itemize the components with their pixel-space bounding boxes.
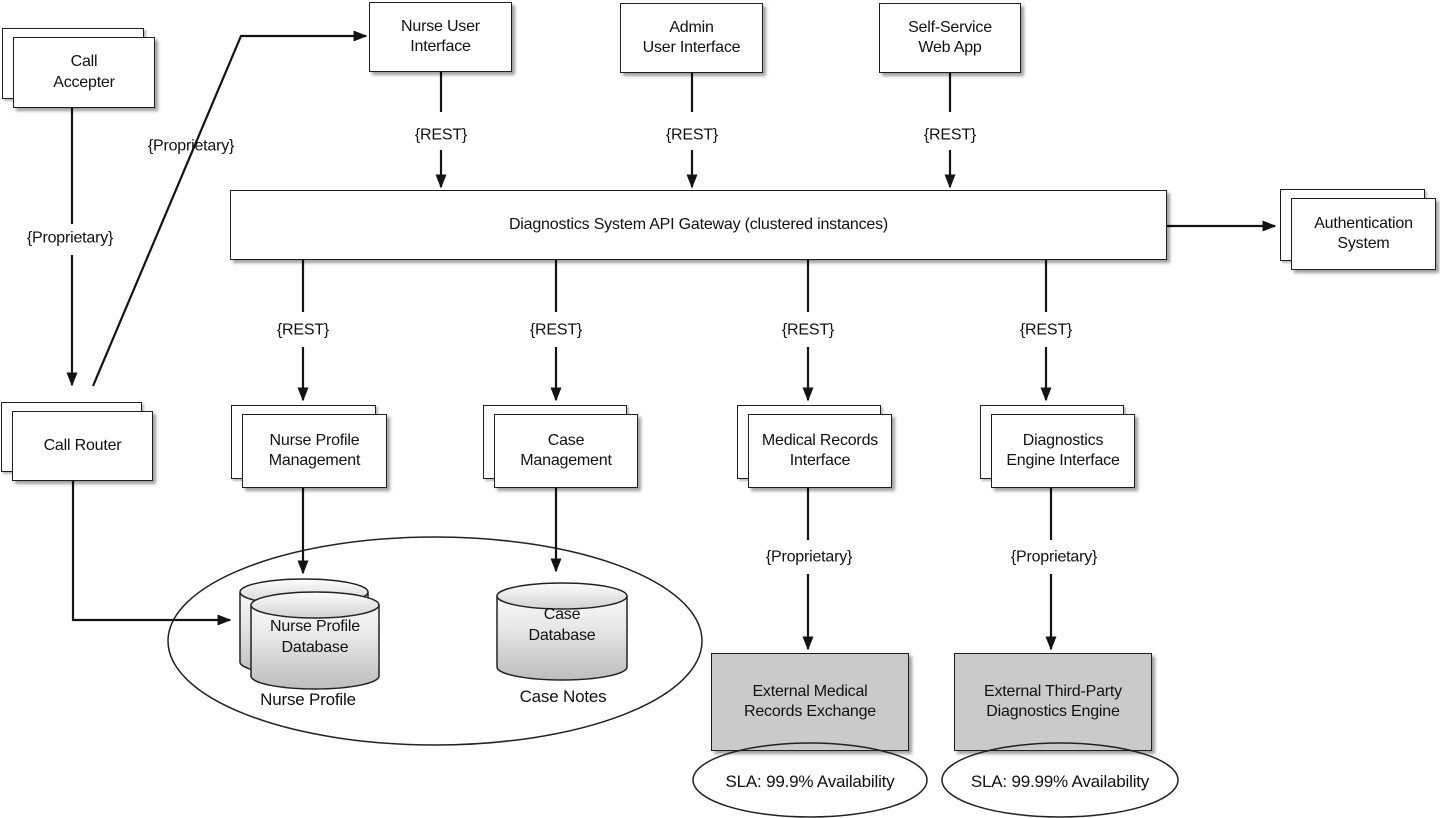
node-call-router: Call Router	[1, 402, 153, 481]
connector-router-db-arrow	[71, 481, 232, 626]
node-authentication-system: Authentication System	[1280, 189, 1436, 270]
node-admin-user-interface: Admin User Interface	[620, 3, 763, 73]
nurse-profile-db-label: Nurse Profile Database	[270, 618, 360, 656]
node-medical-records-interface: Medical Records Interface	[737, 405, 892, 488]
edge-label-proprietary: {Proprietary}	[147, 137, 235, 155]
edge-label-proprietary: {Proprietary}	[1010, 548, 1098, 566]
stack-front: Case Management	[494, 414, 638, 488]
edge-label-rest: {REST}	[923, 126, 977, 144]
node-diagnostics-engine-interface: Diagnostics Engine Interface	[980, 405, 1135, 488]
node-external-medical-records-exchange: External Medical Records Exchange	[711, 653, 909, 751]
stack-front: Call Accepter	[13, 37, 155, 108]
sla-label-medical: SLA: 99.9% Availability	[725, 772, 895, 791]
case-db-label: Case Database	[528, 606, 596, 644]
stack-front: Diagnostics Engine Interface	[991, 414, 1135, 488]
node-external-third-party-diagnostics-engine: External Third-Party Diagnostics Engine	[954, 653, 1152, 751]
nurse-profile-caption: Nurse Profile	[260, 690, 356, 709]
edge-label-proprietary: {Proprietary}	[765, 548, 853, 566]
data-group-ellipse	[167, 536, 703, 746]
edge-label-rest: {REST}	[1019, 321, 1073, 339]
node-api-gateway: Diagnostics System API Gateway (clustere…	[230, 190, 1167, 260]
node-nurse-profile-management: Nurse Profile Management	[231, 405, 387, 488]
edge-label-rest: {REST}	[276, 321, 330, 339]
edge-label-rest: {REST}	[529, 321, 583, 339]
node-self-service-web-app: Self-Service Web App	[879, 3, 1021, 73]
case-notes-caption: Case Notes	[519, 687, 607, 706]
stack-front: Medical Records Interface	[748, 414, 892, 488]
node-nurse-user-interface: Nurse User Interface	[369, 2, 512, 72]
node-case-management: Case Management	[483, 405, 638, 488]
stack-front: Authentication System	[1291, 198, 1436, 270]
edge-label-rest: {REST}	[665, 126, 719, 144]
node-call-accepter: Call Accepter	[2, 28, 155, 108]
edge-label-rest: {REST}	[414, 126, 468, 144]
sla-label-diagnostics: SLA: 99.99% Availability	[970, 772, 1150, 791]
stack-front: Nurse Profile Management	[242, 414, 387, 488]
edge-label-proprietary: {Proprietary}	[26, 229, 114, 247]
edge-label-rest: {REST}	[781, 321, 835, 339]
stack-front: Call Router	[12, 411, 153, 481]
